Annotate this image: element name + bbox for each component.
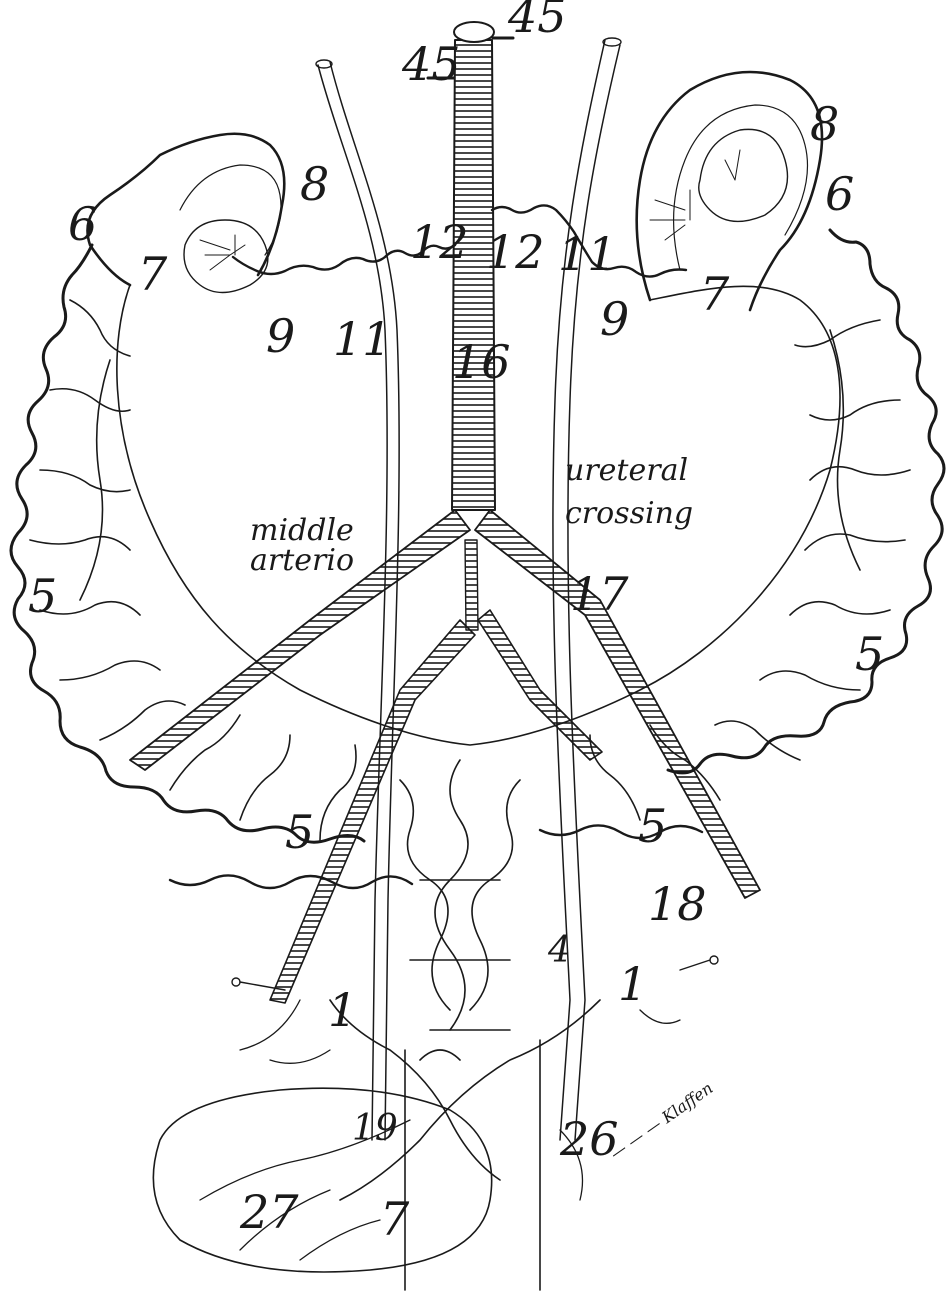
tube-right [637,72,822,310]
pin-marker-left [232,978,240,986]
ureter-left-end [316,60,332,68]
label-1-left: 1 [328,983,357,1037]
label-45-top: 45 [507,0,567,43]
label-19: 19 [352,1108,398,1149]
artist-signature: — — — Klaffen [606,1078,716,1163]
arcade-lower-right [540,825,702,838]
label-45-left: 45 [401,37,461,91]
pin-line-right [680,960,710,970]
pin-marker-right [710,956,718,964]
label-9-right: 9 [600,292,629,346]
label-17: 17 [570,567,629,621]
label-18: 18 [648,877,707,931]
label-11-right: 11 [558,227,617,281]
internal-iliac-right [478,610,602,760]
label-crossing: crossing [565,496,693,531]
label-6-left: 6 [68,197,97,251]
label-5-right: 5 [855,627,884,681]
label-12-right: 12 [486,225,545,279]
label-27: 27 [239,1185,299,1239]
label-8-right: 8 [810,97,839,151]
label-5-lower-left: 5 [285,805,314,859]
label-arterio: arterio [250,543,354,578]
label-7-right: 7 [700,267,730,321]
ovary-left [184,220,268,293]
label-7-bottom: 7 [380,1192,410,1246]
label-9-left: 9 [266,309,295,363]
label-1-right: 1 [618,957,647,1011]
label-7-left: 7 [138,247,168,301]
ovary-right [699,129,788,221]
label-4: 4 [547,930,571,971]
middle-sacral [465,540,478,630]
label-8-left: 8 [300,157,329,211]
label-11-left: 11 [333,312,392,366]
label-ureteral: ureteral [565,453,688,488]
fimbria-right [650,150,740,240]
label-5-left: 5 [28,569,57,623]
ureter-right-end [603,38,621,46]
label-6-right: 6 [825,167,854,221]
fimbria-left [200,235,245,270]
label-12-left: 12 [410,215,469,269]
tube-left [88,134,285,285]
tube-left-inner [180,165,281,255]
label-5-lower-right: 5 [638,799,667,853]
label-26: 26 [559,1112,619,1166]
label-16: 16 [452,335,511,389]
rectum [405,1040,540,1290]
